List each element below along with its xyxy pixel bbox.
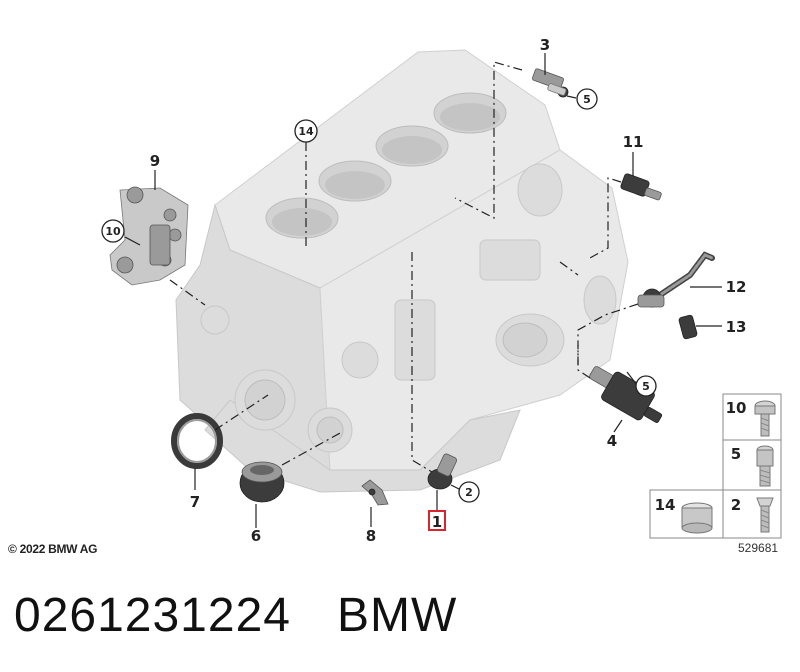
callout-circle — [635, 375, 657, 397]
sensor-part-4 — [589, 366, 663, 423]
callout-6: 6 — [251, 527, 261, 545]
callout-14: 14 — [298, 125, 314, 138]
callout-circle — [576, 88, 598, 110]
callout-7: 7 — [190, 493, 200, 511]
callout-13: 13 — [726, 318, 747, 336]
bracket-part-9 — [109, 186, 189, 286]
leader-lines — [124, 53, 722, 528]
callout-circle — [101, 219, 125, 243]
highlight-box — [428, 510, 446, 531]
engine-block-parts-diagram: 3 5 11 12 13 5 4 14 9 10 7 6 8 2 1 10 5 … — [101, 36, 782, 545]
long-bolt-icon — [756, 445, 774, 487]
brand-name: BMW — [336, 589, 458, 642]
callout-5-right: 5 — [642, 380, 650, 393]
seal-ring-part-7 — [171, 413, 223, 469]
diagram-reference-number: 529681 — [738, 541, 779, 555]
callout-circle — [294, 119, 318, 143]
callout-4: 4 — [607, 432, 617, 450]
callout-2: 2 — [465, 486, 473, 499]
bracket-part-8 — [361, 479, 389, 506]
sleeve-icon — [681, 502, 713, 534]
callout-10: 10 — [105, 225, 121, 238]
callout-11: 11 — [623, 133, 644, 151]
sensor-part-11 — [620, 173, 662, 201]
torx-bolt-icon — [754, 400, 776, 437]
legend-label-2: 2 — [731, 496, 741, 514]
callout-9: 9 — [150, 152, 160, 170]
callout-1: 1 — [432, 513, 442, 531]
callout-5-top: 5 — [583, 93, 591, 106]
fastener-legend: 10 5 14 2 — [649, 393, 782, 539]
plug-part-6 — [239, 461, 285, 503]
legend-label-10: 10 — [726, 399, 747, 417]
callout-8: 8 — [366, 527, 376, 545]
screw-icon — [756, 497, 774, 533]
cap-part-13 — [678, 314, 698, 340]
part-number: 0261231224 — [14, 589, 291, 642]
sensor-part-3 — [532, 68, 569, 98]
copyright-text: © 2022 BMW AG — [8, 542, 98, 556]
callout-3: 3 — [540, 36, 550, 54]
legend-label-5: 5 — [731, 445, 741, 463]
engine-block-illustration — [175, 49, 629, 493]
legend-label-14: 14 — [655, 496, 676, 514]
sensor-part-1 — [427, 453, 457, 490]
sensor-part-12 — [637, 251, 715, 308]
product-title: 0261231224 BMW — [14, 588, 457, 643]
callout-circle — [458, 481, 480, 503]
callout-12: 12 — [726, 278, 747, 296]
